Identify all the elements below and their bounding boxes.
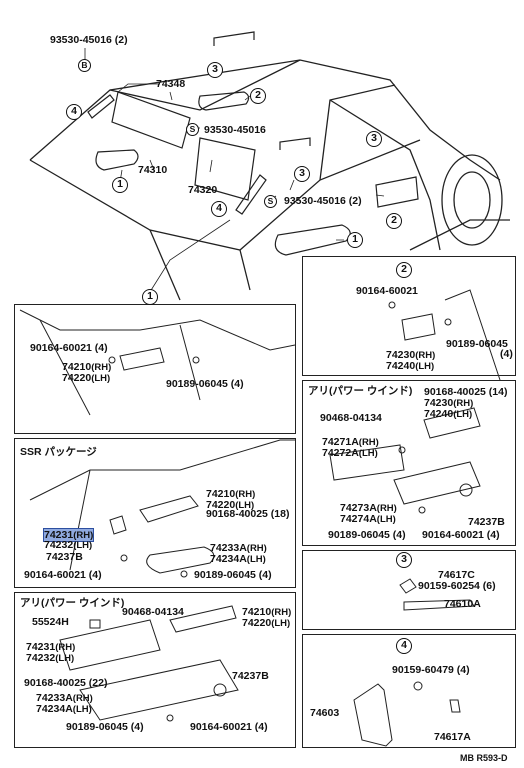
- box-front-handle: [14, 304, 296, 434]
- part-74210: 74210(RH): [62, 361, 112, 373]
- part-55524H: 55524H: [32, 616, 69, 628]
- part-74610A: 74610A: [444, 598, 481, 610]
- part-90168-40025-18: 90168-40025 (18): [206, 508, 290, 520]
- part-74231: 74231(RH): [42, 528, 95, 542]
- power-box-art: [59, 605, 239, 722]
- part-90468-04134: 90468-04134: [320, 412, 382, 424]
- callout-1: 1: [347, 232, 363, 248]
- part-90168-40025-14: 90168-40025 (14): [424, 386, 508, 398]
- box2-art: [388, 289, 501, 381]
- part-74220: 74220(LH): [242, 617, 291, 629]
- box-callout-2-power: [302, 380, 516, 546]
- callout-s: S: [186, 123, 199, 136]
- part-74220: 74220(LH): [62, 372, 111, 384]
- part-90159-60254-6: 90159-60254 (6): [418, 580, 496, 592]
- part-74273A: 74273A(RH): [340, 502, 397, 514]
- part-93530-45016: 93530-45016: [204, 124, 266, 136]
- part-90164-60021-4: 90164-60021 (4): [190, 721, 268, 733]
- box-callout-2: [302, 256, 516, 376]
- part-74237B: 74237B: [232, 670, 269, 682]
- highlighted-part-74231[interactable]: 74231(RH): [42, 528, 95, 542]
- cab-outline: [29, 59, 510, 301]
- callout-2: 2: [386, 213, 402, 229]
- box2p-title: アリ(パワー ウインド): [308, 385, 413, 397]
- part-74310: 74310: [138, 164, 168, 176]
- callout-3: 3: [366, 131, 382, 147]
- part-74272A: 74272A(LH): [322, 447, 378, 459]
- part-74240: 74240(LH): [424, 408, 473, 420]
- callout-4: 4: [66, 104, 82, 120]
- box-callout-3: [302, 550, 516, 630]
- qty-4: (4): [500, 348, 513, 360]
- part-74232: 74232(LH): [26, 652, 75, 664]
- box2p-art: [329, 407, 481, 514]
- part-74230: 74230(RH): [386, 349, 436, 361]
- box-ssr-package: [14, 438, 296, 588]
- callout-b: B: [78, 59, 91, 72]
- part-90168-40025-22: 90168-40025 (22): [24, 677, 108, 689]
- sun-visors: [111, 91, 256, 201]
- power-box-title: アリ(パワー ウインド): [20, 597, 125, 609]
- part-74230: 74230(RH): [424, 397, 474, 409]
- callout-4: 4: [396, 638, 412, 654]
- callout-3: 3: [207, 62, 223, 78]
- part-74320: 74320: [188, 184, 218, 196]
- callout-1: 1: [142, 289, 158, 305]
- callout-3: 3: [396, 552, 412, 568]
- part-74603: 74603: [310, 707, 340, 719]
- part-90189-06045-4: 90189-06045 (4): [166, 378, 244, 390]
- callout-1: 1: [112, 177, 128, 193]
- callout-2: 2: [396, 262, 412, 278]
- callout-3: 3: [294, 166, 310, 182]
- part-74234A: 74234A(LH): [36, 703, 92, 715]
- part-74231: 74231(RH): [26, 641, 76, 653]
- part-74274A: 74274A(LH): [340, 513, 396, 525]
- part-74232: 74232(LH): [44, 539, 93, 551]
- part-74233A: 74233A(RH): [36, 692, 93, 704]
- part-74237B: 74237B: [46, 551, 83, 563]
- part-74240: 74240(LH): [386, 360, 435, 372]
- part-90164-60021: 90164-60021: [356, 285, 418, 297]
- callout-4: 4: [211, 201, 227, 217]
- part-74617C: 74617C: [438, 569, 475, 581]
- part-74233A: 74233A(RH): [210, 542, 267, 554]
- part-74617A: 74617A: [434, 731, 471, 743]
- part-74271A: 74271A(RH): [322, 436, 379, 448]
- part-74348: 74348: [156, 78, 186, 90]
- part-90189-06045-4: 90189-06045 (4): [66, 721, 144, 733]
- box4-art: [353, 681, 461, 747]
- front-box-art: [19, 309, 296, 416]
- box-callout-4: [302, 634, 516, 748]
- box3-art: [399, 578, 475, 611]
- part-90468-04134: 90468-04134: [122, 606, 184, 618]
- box-power-window: [14, 592, 296, 748]
- part-90189-06045-4: 90189-06045 (4): [328, 529, 406, 541]
- part-74220: 74220(LH): [206, 499, 255, 511]
- part-74210: 74210(RH): [206, 488, 256, 500]
- part-90189-06045: 90189-06045: [446, 338, 508, 350]
- part-74237B: 74237B: [468, 516, 505, 528]
- callout-s: S: [264, 195, 277, 208]
- part-90189-06045-4: 90189-06045 (4): [194, 569, 272, 581]
- part-74234A: 74234A(LH): [210, 553, 266, 565]
- ssr-box-art: [29, 439, 295, 578]
- part-93530-45016-2: 93530-45016 (2): [50, 34, 128, 46]
- diagram-code: MB R593-D: [460, 753, 508, 763]
- part-93530-45016-2b: 93530-45016 (2): [284, 195, 362, 207]
- part-90159-60479-4: 90159-60479 (4): [392, 664, 470, 676]
- part-74210: 74210(RH): [242, 606, 292, 618]
- ssr-box-title: SSR パッケージ: [20, 446, 97, 458]
- part-90164-60021-4: 90164-60021 (4): [422, 529, 500, 541]
- callout-2: 2: [250, 88, 266, 104]
- part-90164-60021-4: 90164-60021 (4): [30, 342, 108, 354]
- grips-top: [87, 31, 419, 256]
- part-90164-60021-4: 90164-60021 (4): [24, 569, 102, 581]
